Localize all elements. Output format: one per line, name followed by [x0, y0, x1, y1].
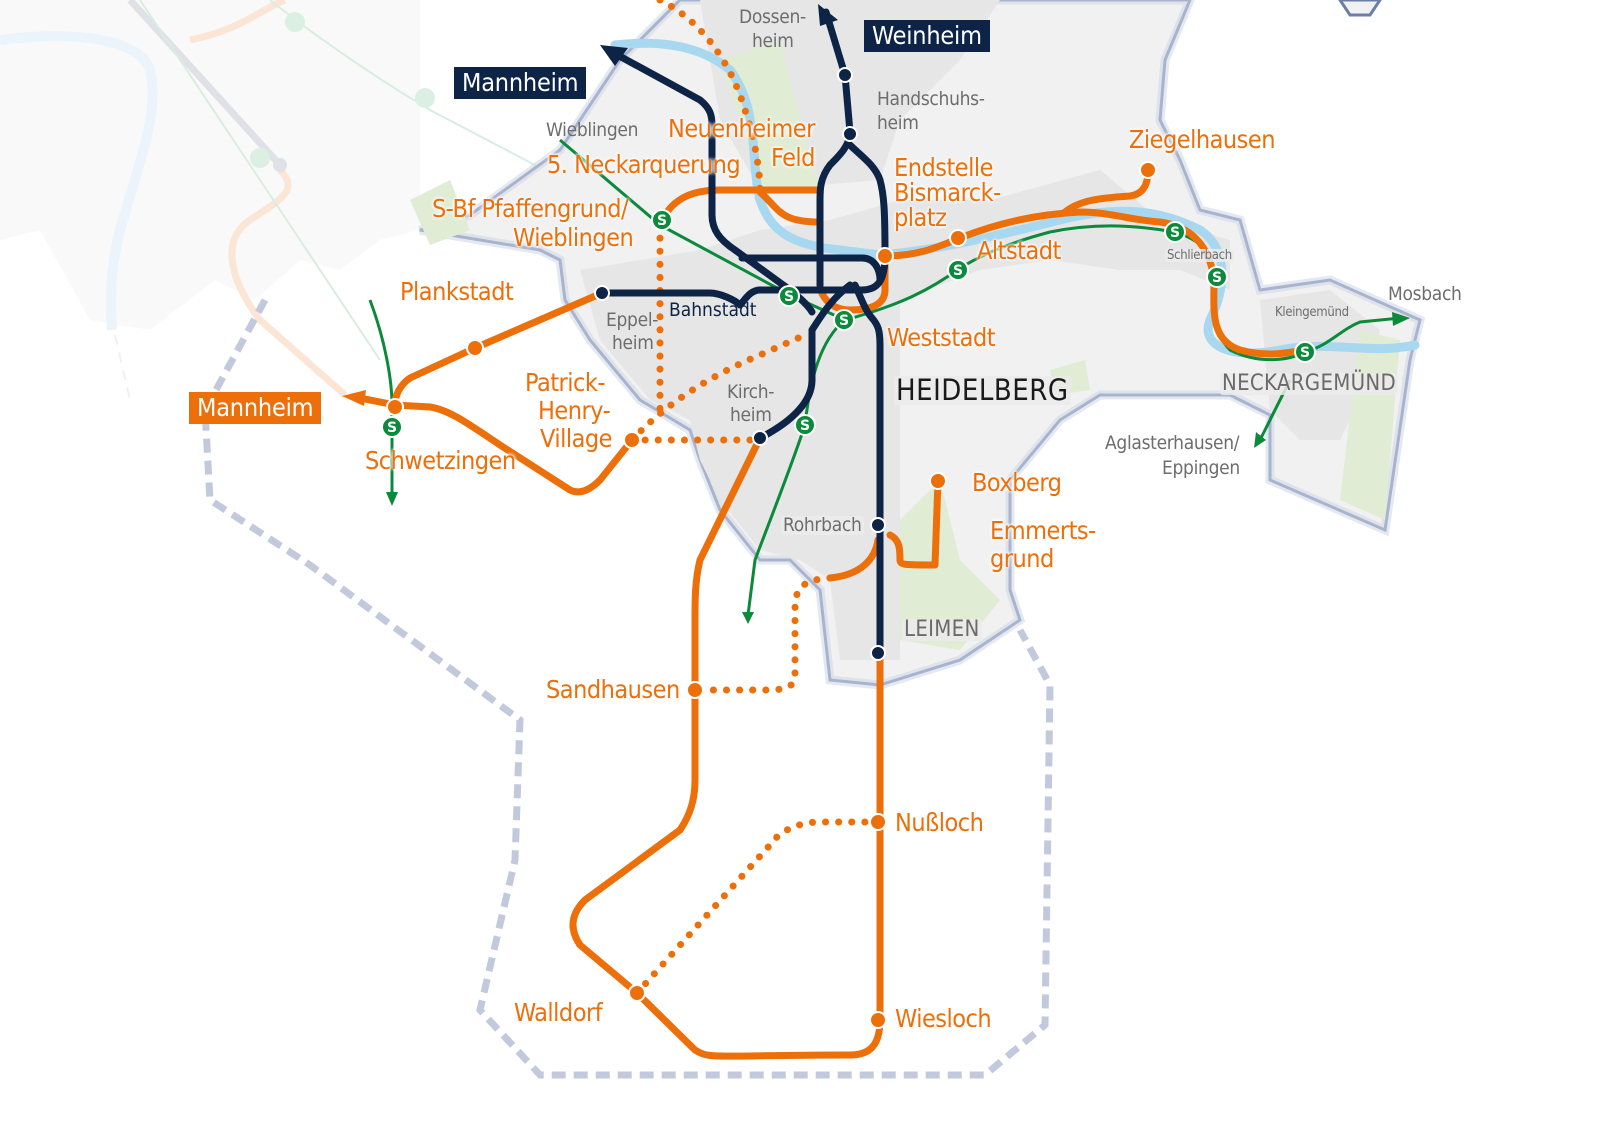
- label-neckarquerung: 5. Neckarquerung: [547, 150, 741, 179]
- label-eppelheim-2: heim: [612, 332, 654, 354]
- label-rohrbach: Rohrbach: [781, 514, 864, 536]
- label-wieblingen: Wieblingen: [546, 119, 639, 141]
- arrow-icon: [742, 612, 754, 624]
- label-wiesloch: Wiesloch: [895, 1004, 992, 1033]
- label-emmertsgrund-1: Emmerts-: [990, 516, 1096, 545]
- label-handschuhsheim-1: Handschuhs-: [877, 88, 985, 110]
- label-kleingemuend: Kleingemünd: [1275, 305, 1349, 320]
- label-neuenheimer-feld-2: Feld: [771, 143, 815, 172]
- label-endstelle-2: Bismarck-: [894, 178, 1001, 207]
- label-kirchheim-1: Kirch-: [727, 381, 775, 403]
- label-sbf-pfaffengrund-2: Wieblingen: [513, 223, 634, 252]
- label-sandhausen: Sandhausen: [546, 675, 680, 704]
- label-bahnstadt: Bahnstadt: [669, 299, 757, 321]
- label-neckargemuend: NECKARGEMÜND: [1220, 371, 1399, 396]
- s-bahn-icon[interactable]: S: [381, 416, 403, 438]
- s-bahn-icon[interactable]: S: [1164, 221, 1186, 243]
- stop-dot-icon[interactable]: [876, 247, 894, 265]
- s-bahn-icon[interactable]: S: [947, 259, 969, 281]
- arrow-icon: [342, 390, 366, 406]
- svg-text:S: S: [953, 263, 963, 279]
- label-endstelle-3: platz: [894, 203, 947, 232]
- label-walldorf: Walldorf: [514, 998, 603, 1027]
- svg-text:S: S: [800, 418, 810, 434]
- stop-dot-icon[interactable]: [466, 339, 484, 357]
- stop-dot-icon[interactable]: [837, 67, 853, 83]
- svg-text:S: S: [784, 289, 794, 305]
- label-nussloch: Nußloch: [895, 808, 984, 837]
- svg-text:S: S: [387, 420, 397, 436]
- svg-text:S: S: [839, 313, 849, 329]
- s-bahn-icon[interactable]: S: [833, 309, 855, 331]
- label-phv-3: Village: [540, 424, 613, 453]
- svg-text:S: S: [1212, 270, 1222, 286]
- stop-dot-icon[interactable]: [929, 472, 947, 490]
- arrow-icon: [1254, 432, 1266, 448]
- arrow-icon: [818, 4, 838, 26]
- destination-mannheim-north[interactable]: Mannheim: [454, 67, 587, 99]
- label-schwetzingen: Schwetzingen: [365, 446, 516, 475]
- label-emmertsgrund-2: grund: [990, 544, 1054, 573]
- stop-dot-icon[interactable]: [869, 1011, 887, 1029]
- label-ziegelhausen: Ziegelhausen: [1129, 125, 1276, 154]
- label-boxberg: Boxberg: [972, 468, 1062, 497]
- label-dossenheim-1: Dossen-: [739, 6, 806, 28]
- label-kirchheim-2: heim: [730, 404, 772, 426]
- stop-dot-icon[interactable]: [1139, 161, 1157, 179]
- stop-dot-icon[interactable]: [623, 431, 641, 449]
- stop-dot-icon[interactable]: [870, 645, 886, 661]
- stop-dot-icon[interactable]: [842, 126, 858, 142]
- s-bahn-icon[interactable]: S: [794, 414, 816, 436]
- stop-dot-icon[interactable]: [594, 285, 610, 301]
- label-schlierbach: Schlierbach: [1165, 248, 1234, 263]
- arrow-icon: [386, 492, 398, 506]
- label-mosbach: Mosbach: [1388, 283, 1462, 305]
- label-aglasterhausen-1: Aglasterhausen/: [1105, 432, 1240, 454]
- label-phv-1: Patrick-: [525, 368, 606, 397]
- label-dossenheim-2: heim: [752, 30, 794, 52]
- s-bahn-icon[interactable]: S: [651, 209, 673, 231]
- stop-dot-icon[interactable]: [949, 229, 967, 247]
- label-neuenheimer-feld-1: Neuenheimer: [668, 114, 815, 143]
- stops: [386, 67, 1157, 1029]
- label-weststadt: Weststadt: [887, 323, 996, 352]
- stop-dot-icon[interactable]: [386, 398, 404, 416]
- stop-dot-icon[interactable]: [752, 430, 768, 446]
- label-phv-2: Henry-: [538, 396, 611, 425]
- label-aglasterhausen-2: Eppingen: [1162, 457, 1240, 479]
- s-bahn-icon[interactable]: S: [1206, 266, 1228, 288]
- stop-dot-icon[interactable]: [869, 813, 887, 831]
- stop-dot-icon[interactable]: [686, 681, 704, 699]
- label-endstelle-1: Endstelle: [894, 153, 993, 182]
- faded-background: [0, 0, 641, 401]
- destination-mannheim-west[interactable]: Mannheim: [189, 392, 322, 424]
- svg-text:S: S: [657, 213, 667, 229]
- page-title: HEIDELBERG: [894, 373, 1071, 407]
- label-plankstadt: Plankstadt: [400, 277, 514, 306]
- stop-dot-icon[interactable]: [628, 984, 646, 1002]
- dotted-routes: [628, 0, 882, 997]
- destination-weinheim[interactable]: Weinheim: [864, 20, 990, 52]
- arrow-icon: [600, 45, 628, 66]
- label-altstadt: Altstadt: [977, 236, 1061, 265]
- label-leimen: LEIMEN: [902, 617, 982, 642]
- sbahn-stations: S S S S S S S S S: [381, 209, 1316, 438]
- svg-text:S: S: [1300, 345, 1310, 361]
- svg-text:S: S: [1170, 225, 1180, 241]
- s-bahn-icon[interactable]: S: [778, 285, 800, 307]
- arrow-icon: [1392, 312, 1410, 326]
- label-sbf-pfaffengrund-1: S-Bf Pfaffengrund/: [432, 194, 629, 223]
- label-eppelheim-1: Eppel-: [606, 309, 659, 331]
- region-boundary: [201, 298, 1054, 1079]
- label-handschuhsheim-2: heim: [877, 112, 919, 134]
- s-bahn-icon[interactable]: S: [1294, 341, 1316, 363]
- stop-dot-icon[interactable]: [870, 517, 886, 533]
